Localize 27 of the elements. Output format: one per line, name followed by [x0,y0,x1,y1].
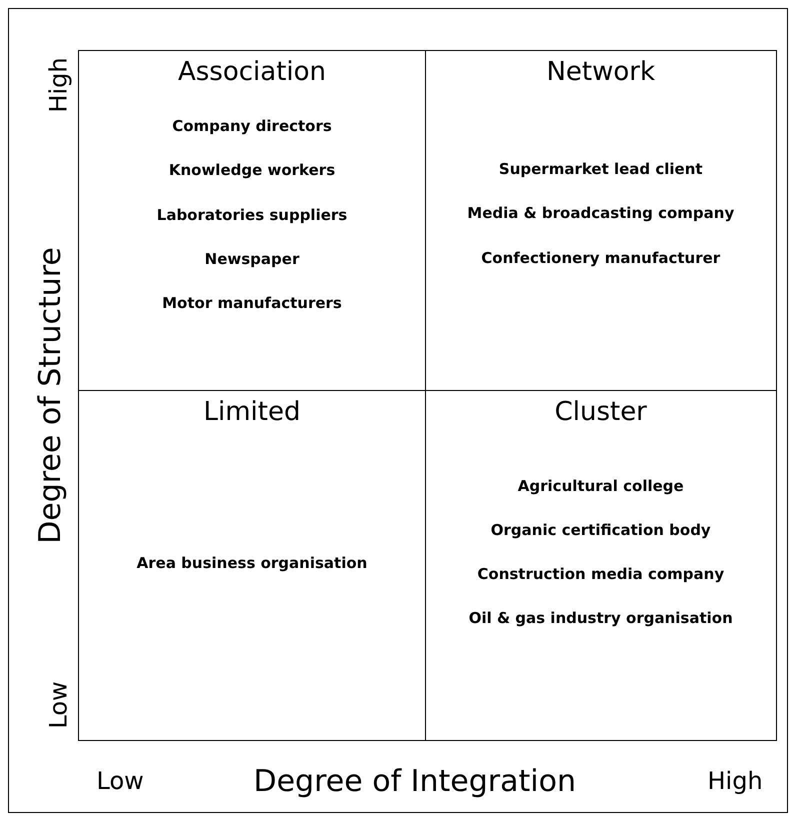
quadrant-box [424,390,777,741]
quadrant-item: Construction media company [476,565,726,584]
quadrant-item: Organic certification body [490,520,712,539]
quadrant-item: Motor manufacturers [161,294,343,312]
quadrant-box [78,50,426,391]
axis-end-label: Low [96,767,144,795]
axis-end-label: Low [44,681,72,729]
axis-end-label: High [44,57,72,113]
axis-title: Degree of Integration [254,764,576,798]
quadrant-item: Newspaper [204,250,300,268]
quadrant-heading: Association [176,57,328,87]
quadrant-box [424,50,777,391]
quadrant-item: Company directors [171,117,333,135]
axis-title: Degree of Structure [32,246,68,544]
quadrant-item: Confectionery manufacturer [480,248,722,267]
quadrant-item: Area business organisation [136,554,368,572]
quadrant-item: Agricultural college [516,476,685,494]
quadrant-heading: Cluster [554,396,648,426]
quadrant-item: Media & broadcasting company [466,204,736,222]
axis-end-label: High [708,767,763,795]
quadrant-heading: Network [545,57,656,87]
quadrant-item: Laboratories suppliers [156,206,348,224]
quadrant-item: Supermarket lead client [498,160,704,178]
quadrant-heading: Limited [202,396,302,426]
quadrant-item: Oil & gas industry organisation [468,609,734,628]
quadrant-box [78,390,426,741]
quadrant-item: Knowledge workers [168,161,336,180]
